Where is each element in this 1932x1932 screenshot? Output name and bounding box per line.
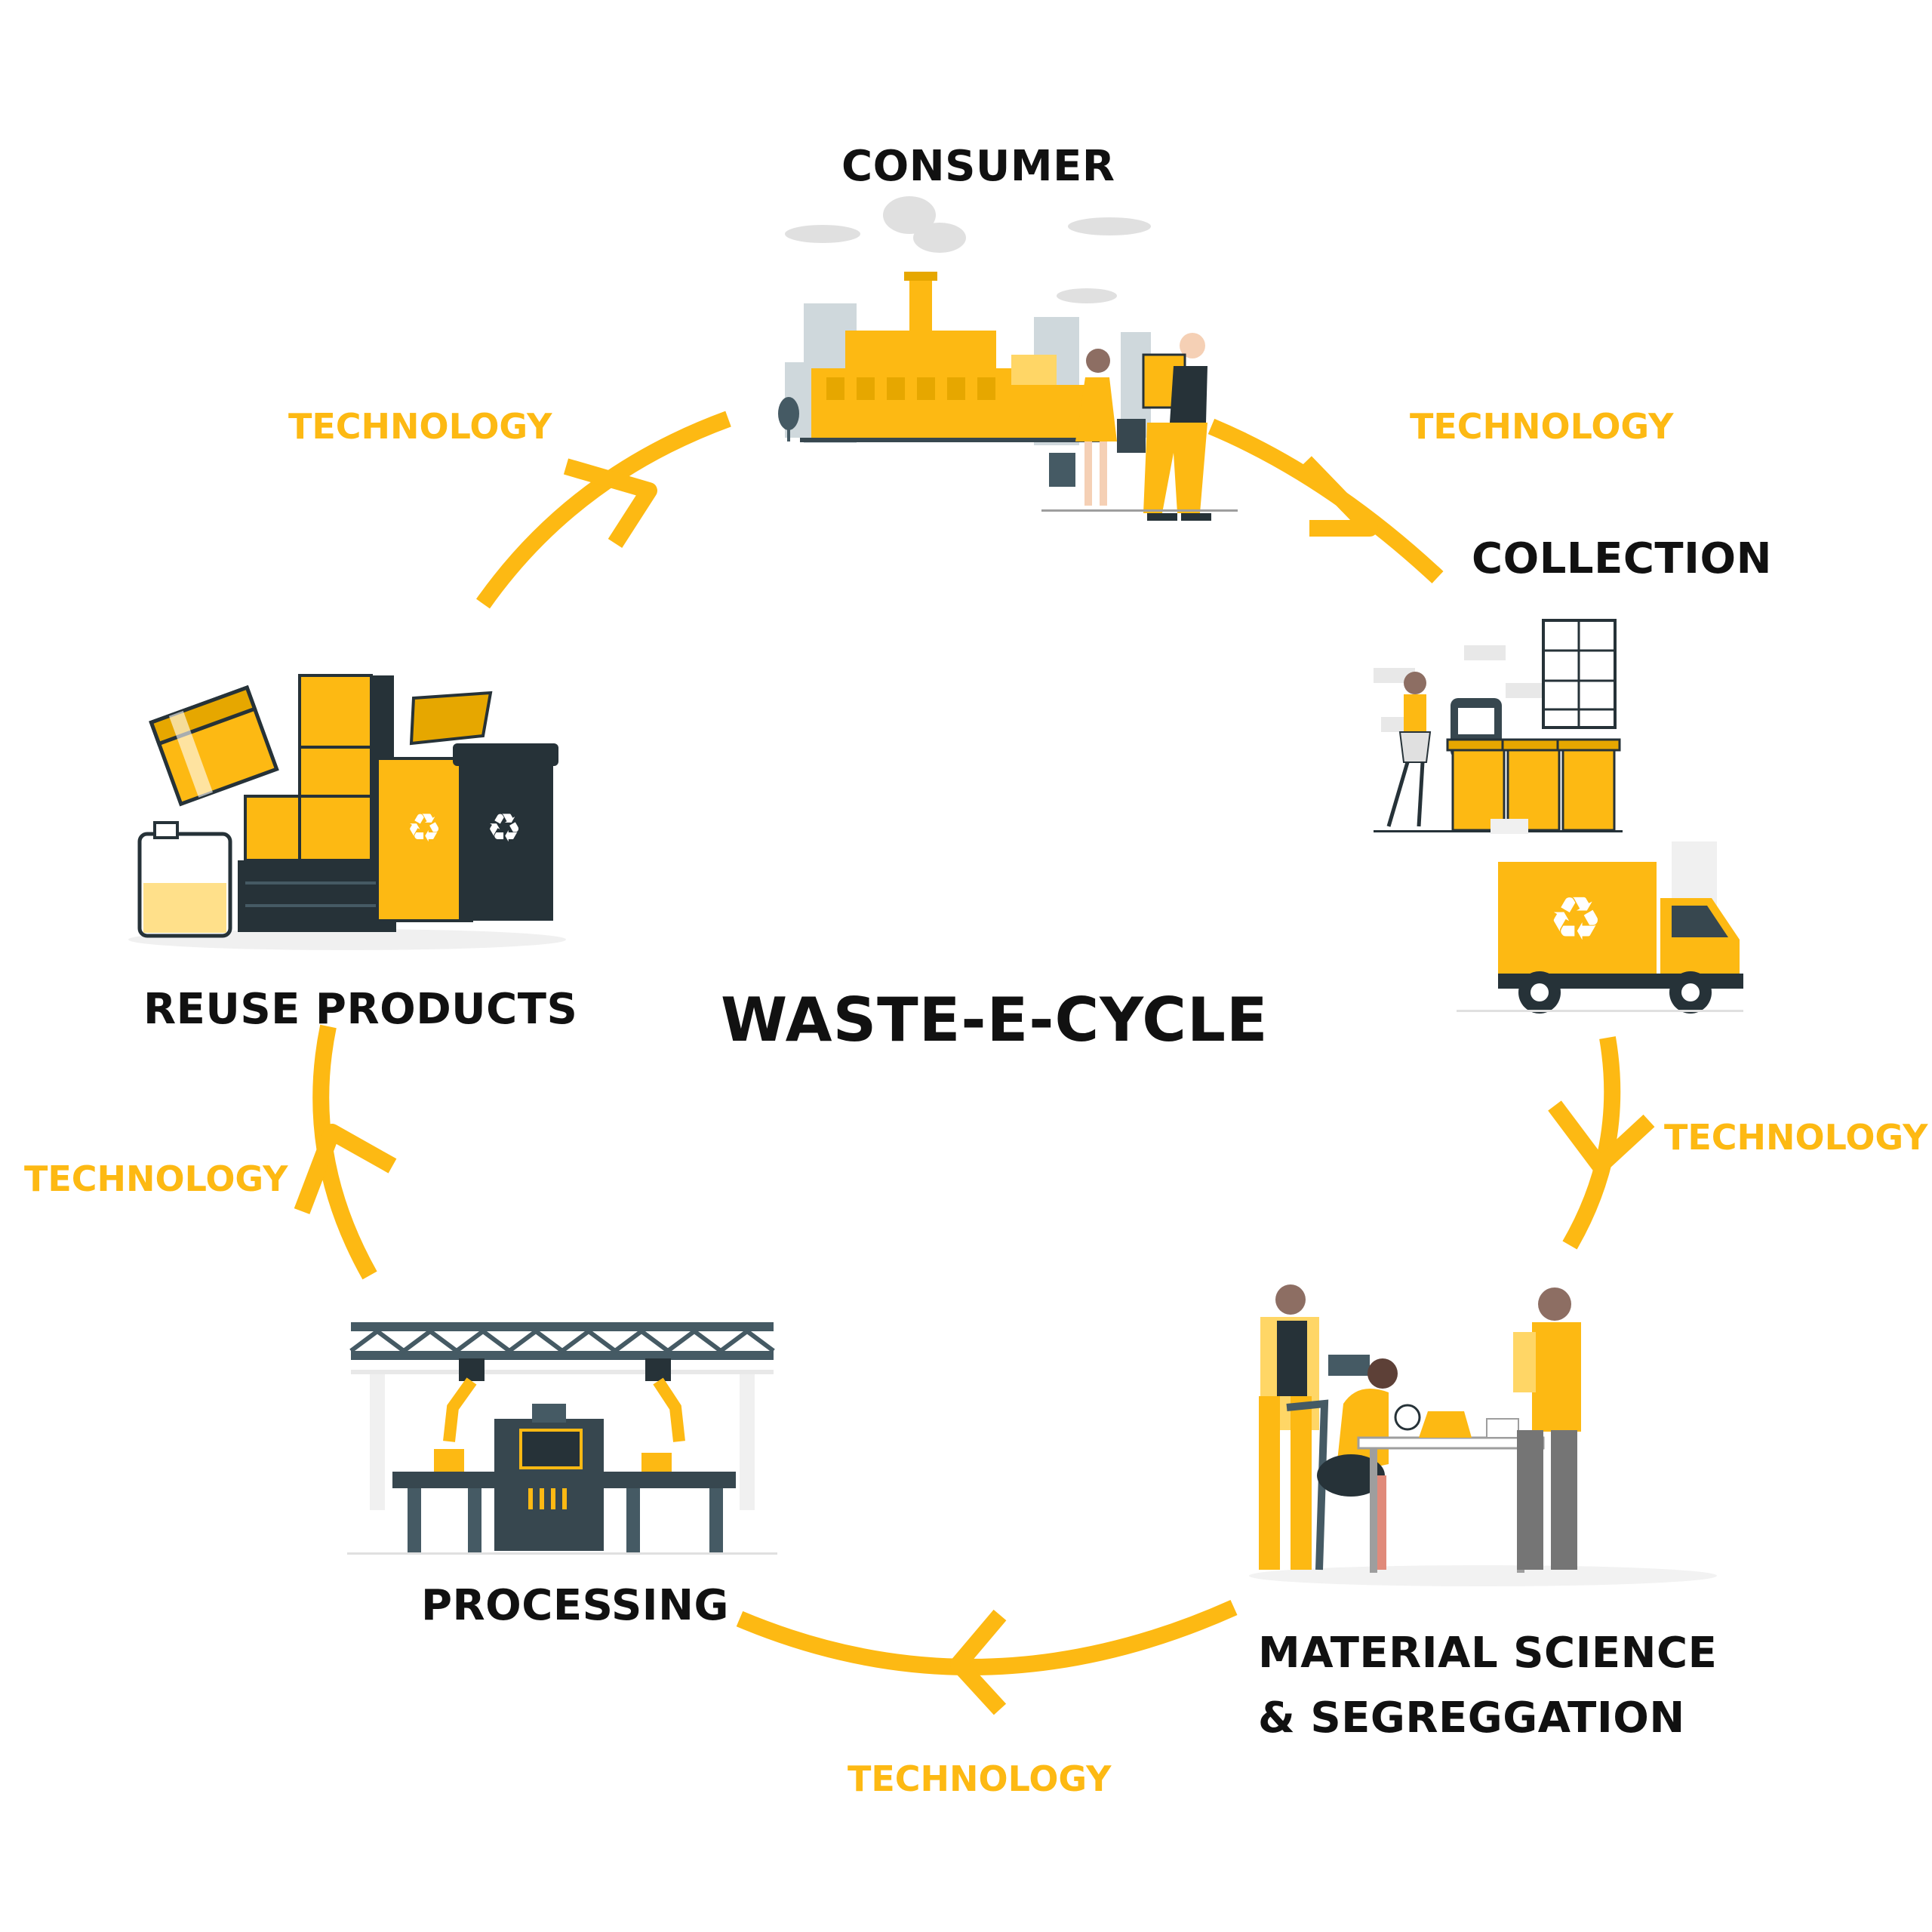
stage-label-material-science-line2: & SEGREGGATION [1258,1694,1685,1743]
arrow-reuse-to-consumer [476,411,731,609]
svg-text:♻: ♻ [407,806,442,851]
arrow-collection-to-material [1562,1036,1621,1250]
diagram-title: WASTE-E-CYCLE [721,985,1269,1055]
svg-text:♻: ♻ [1549,884,1603,954]
arrowhead-material-to-processing [950,1609,1007,1715]
arrowhead-processing-to-reuse [294,1124,397,1214]
stage-label-processing: PROCESSING [421,1581,729,1630]
arrowhead-collection-to-material [1548,1100,1655,1174]
svg-text:♻: ♻ [487,806,522,851]
connector-label-left: TECHNOLOGY [24,1158,288,1199]
arrowhead-reuse-to-consumer [563,458,657,548]
connector-label-right: TECHNOLOGY [1664,1117,1928,1158]
stage-label-reuse: REUSE PRODUCTS [143,985,578,1034]
stage-label-consumer: CONSUMER [841,142,1115,191]
connector-label-bottom: TECHNOLOGY [848,1758,1112,1799]
arrowhead-consumer-to-collection [1300,456,1378,537]
stage-label-material-science-line1: MATERIAL SCIENCE [1258,1629,1718,1678]
stage-label-collection: COLLECTION [1472,534,1772,583]
arrow-material-to-processing [736,1599,1238,1675]
connector-label-top-right: TECHNOLOGY [1410,406,1674,447]
connector-label-top-left: TECHNOLOGY [288,406,552,447]
